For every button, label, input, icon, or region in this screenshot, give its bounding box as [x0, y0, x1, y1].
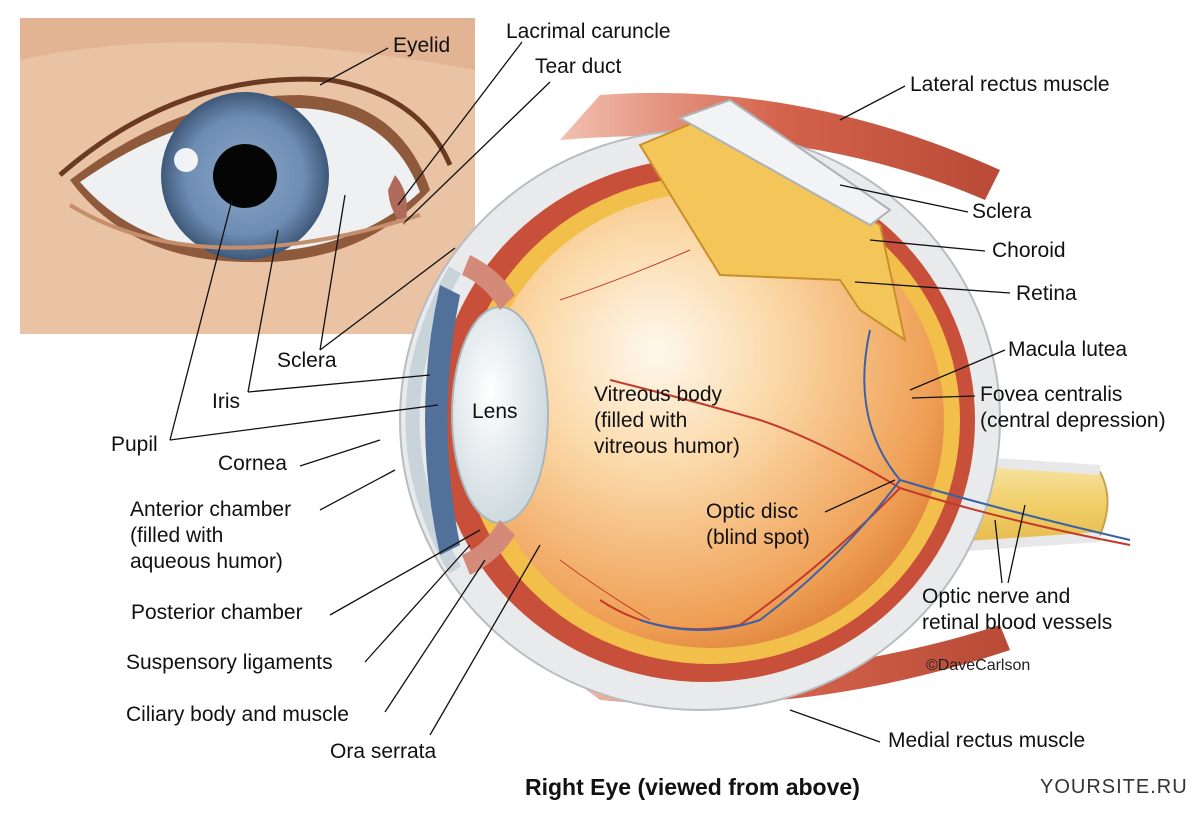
retinal-vessels — [559, 249, 1131, 631]
label-cornea: Cornea — [218, 452, 287, 475]
label-eyelid: Eyelid — [393, 34, 451, 57]
label-optic-disc-subtitle: (blind spot) — [706, 526, 810, 549]
label-fovea-subtitle: (central depression) — [980, 409, 1166, 432]
label-anterior-chamber: Anterior chamber — [130, 498, 292, 521]
label-ciliary-body: Ciliary body and muscle — [126, 703, 349, 726]
label-ora-serrata: Ora serrata — [330, 740, 437, 763]
eye-photo-inset — [20, 18, 475, 334]
label-anterior-line3: aqueous humor) — [130, 550, 283, 573]
label-medial-rectus-muscle: Medial rectus muscle — [888, 729, 1086, 752]
lateral-rectus-muscle — [560, 92, 1000, 200]
label-optic-disc: Optic disc — [706, 500, 799, 523]
label-suspensory-ligaments: Suspensory ligaments — [126, 651, 333, 674]
label-vitreous-body: Vitreous body — [594, 383, 723, 406]
iris-section — [425, 285, 460, 555]
label-lens: Lens — [472, 400, 518, 423]
label-sclera-left: Sclera — [277, 349, 337, 372]
credit-text: ©DaveCarlson — [926, 657, 1031, 674]
label-lacrimal-caruncle: Lacrimal caruncle — [506, 20, 671, 43]
label-macula-lutea: Macula lutea — [1008, 338, 1128, 361]
label-tear-duct: Tear duct — [535, 55, 622, 78]
label-fovea-centralis: Fovea centralis — [980, 383, 1123, 406]
vitreous-body — [480, 192, 944, 648]
leader-lines — [169, 41, 1026, 743]
watermark-text: YOURSITE.RU — [1040, 776, 1188, 798]
label-posterior-chamber: Posterior chamber — [131, 601, 303, 624]
label-optic-nerve: Optic nerve and — [922, 585, 1071, 608]
label-lateral-rectus-muscle: Lateral rectus muscle — [910, 73, 1110, 96]
label-choroid: Choroid — [992, 239, 1066, 262]
label-optic-nerve-line2: retinal blood vessels — [922, 611, 1113, 634]
label-vitreous-line2: (filled with — [594, 409, 688, 432]
label-pupil: Pupil — [111, 433, 158, 456]
label-vitreous-line3: vitreous humor) — [594, 435, 740, 458]
label-sclera-right: Sclera — [972, 200, 1032, 223]
label-anterior-line2: (filled with — [130, 524, 224, 547]
label-retina: Retina — [1016, 282, 1077, 305]
label-iris: Iris — [212, 390, 240, 413]
diagram-caption: Right Eye (viewed from above) — [525, 774, 860, 800]
